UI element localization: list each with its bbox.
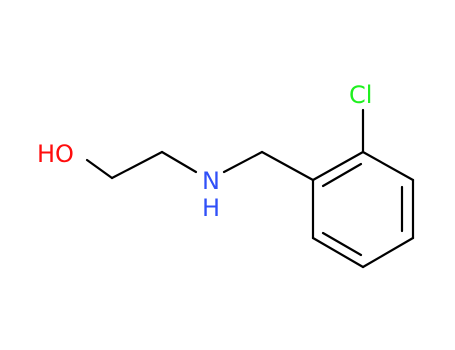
ring-bond-2 xyxy=(361,150,415,182)
ring-double-bond-3 xyxy=(321,231,363,257)
ring-double-bond-1 xyxy=(321,162,363,188)
ring-bond-4 xyxy=(361,236,415,269)
hydroxyl-label: HO xyxy=(37,140,74,168)
bond-c1-c2 xyxy=(110,150,164,180)
ring-bond-1 xyxy=(311,150,365,182)
nitrogen-label: N xyxy=(202,167,220,195)
chlorine-label: Cl xyxy=(349,81,372,109)
ring-bond-5 xyxy=(311,236,365,269)
bond-c2-n xyxy=(160,150,198,174)
bond-o-c1 xyxy=(85,158,114,180)
bond-n-c3 xyxy=(222,150,264,174)
bond-c3-ring xyxy=(260,150,315,182)
amine-hydrogen-label: H xyxy=(202,194,220,222)
